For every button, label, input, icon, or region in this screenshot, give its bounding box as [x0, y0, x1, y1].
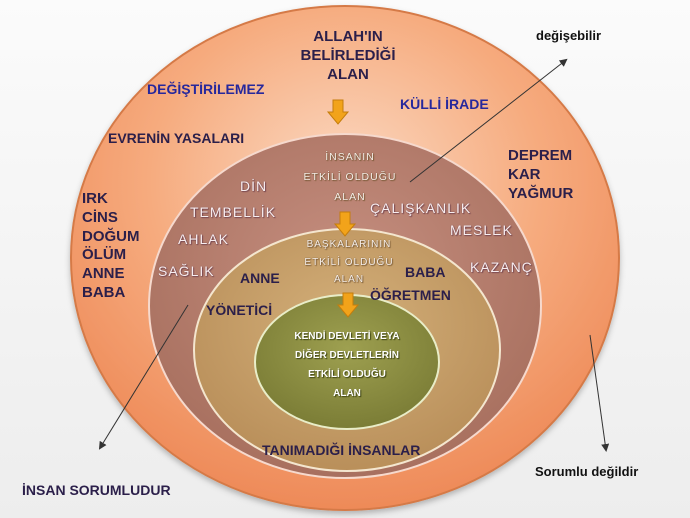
label-din: DİN [240, 178, 268, 194]
right-list-kar: KAR [508, 165, 541, 183]
label-kazanc: KAZANÇ [470, 259, 533, 275]
label-baba: BABA [405, 264, 446, 280]
down-arrow-2 [333, 211, 357, 237]
left-list-dogum: DOĞUM [82, 227, 140, 245]
label-anne: ANNE [240, 270, 280, 286]
label-saglik: SAĞLIK [158, 263, 215, 279]
down-arrow-3 [336, 292, 360, 318]
annotation-degisebilir: değişebilir [536, 28, 602, 43]
ring4-line-2: DİĞER DEVLETLERİN [295, 350, 399, 361]
label-tanimadigi-insanlar: TANIMADIĞI İNSANLAR [262, 442, 421, 458]
ring4-line-1: KENDİ DEVLETİ VEYA [294, 331, 400, 342]
annotation-sorumlu-degildir: Sorumlu değildir [535, 464, 639, 479]
insanin-etkili-oldugu-alan: İNSANIN ETKİLİ OLDUĞU ALAN [294, 148, 406, 208]
down-arrow-1 [326, 99, 350, 125]
ring4-line-4: ALAN [333, 388, 361, 399]
left-list-cins: CİNS [82, 208, 118, 226]
outer-line-1: ALLAH'IN [313, 28, 383, 45]
ring3-line-2: ETKİLİ OLDUĞU [304, 256, 394, 268]
label-tembellik: TEMBELLİK [190, 204, 277, 220]
label-caliskanlik: ÇALIŞKANLIK [370, 200, 472, 216]
left-list-olum: ÖLÜM [82, 246, 127, 264]
right-list: DEPREM KAR YAĞMUR [508, 147, 573, 203]
label-ahlak: AHLAK [178, 231, 229, 247]
devlet-etkili-oldugu-alan: KENDİ DEVLETİ VEYA DİĞER DEVLETLERİN ETK… [285, 327, 409, 403]
label-meslek: MESLEK [450, 222, 513, 238]
left-list-irk: IRK [82, 190, 108, 207]
ring2-line-3: ALAN [334, 190, 366, 203]
outer-line-3: ALAN [327, 65, 369, 83]
ring3-line-3: ALAN [333, 274, 365, 285]
left-list-baba: BABA [82, 283, 126, 301]
left-list: IRK CİNS DOĞUM ÖLÜM ANNE BABA [82, 190, 140, 303]
right-list-deprem: DEPREM [508, 147, 573, 164]
arrow-sorumlu-degildir [589, 334, 610, 452]
right-list-yagmur: YAĞMUR [508, 184, 574, 202]
label-yonetici: YÖNETİCİ [206, 302, 273, 318]
label-kulli-irade: KÜLLİ İRADE [400, 96, 489, 112]
arrow-degisebilir [409, 58, 568, 183]
label-evrenin-yasalari: EVRENİN YASALARI [108, 130, 245, 146]
outer-line-2: BELİRLEDİĞİ [300, 46, 396, 64]
ring2-line-2: ETKİLİ OLDUĞU [303, 170, 397, 183]
ring3-line-1: BAŞKALARININ [306, 239, 392, 250]
ring2-line-1: İNSANIN [325, 151, 375, 163]
ring4-line-3: ETKİLİ OLDUĞU [308, 369, 386, 380]
baskalarinin-etkili-oldugu-alan: BAŞKALARININ ETKİLİ OLDUĞU ALAN [296, 236, 402, 289]
arrow-insan-sorumludur [98, 304, 189, 450]
label-ogretmen: ÖĞRETMEN [370, 287, 451, 303]
left-list-anne: ANNE [82, 265, 125, 282]
annotation-insan-sorumludur: İNSAN SORUMLUDUR [22, 482, 171, 498]
allahin-belirledigi-alan: ALLAH'IN BELİRLEDİĞİ ALAN [300, 28, 396, 84]
label-degistirilemez: DEĞİŞTİRİLEMEZ [147, 81, 265, 97]
